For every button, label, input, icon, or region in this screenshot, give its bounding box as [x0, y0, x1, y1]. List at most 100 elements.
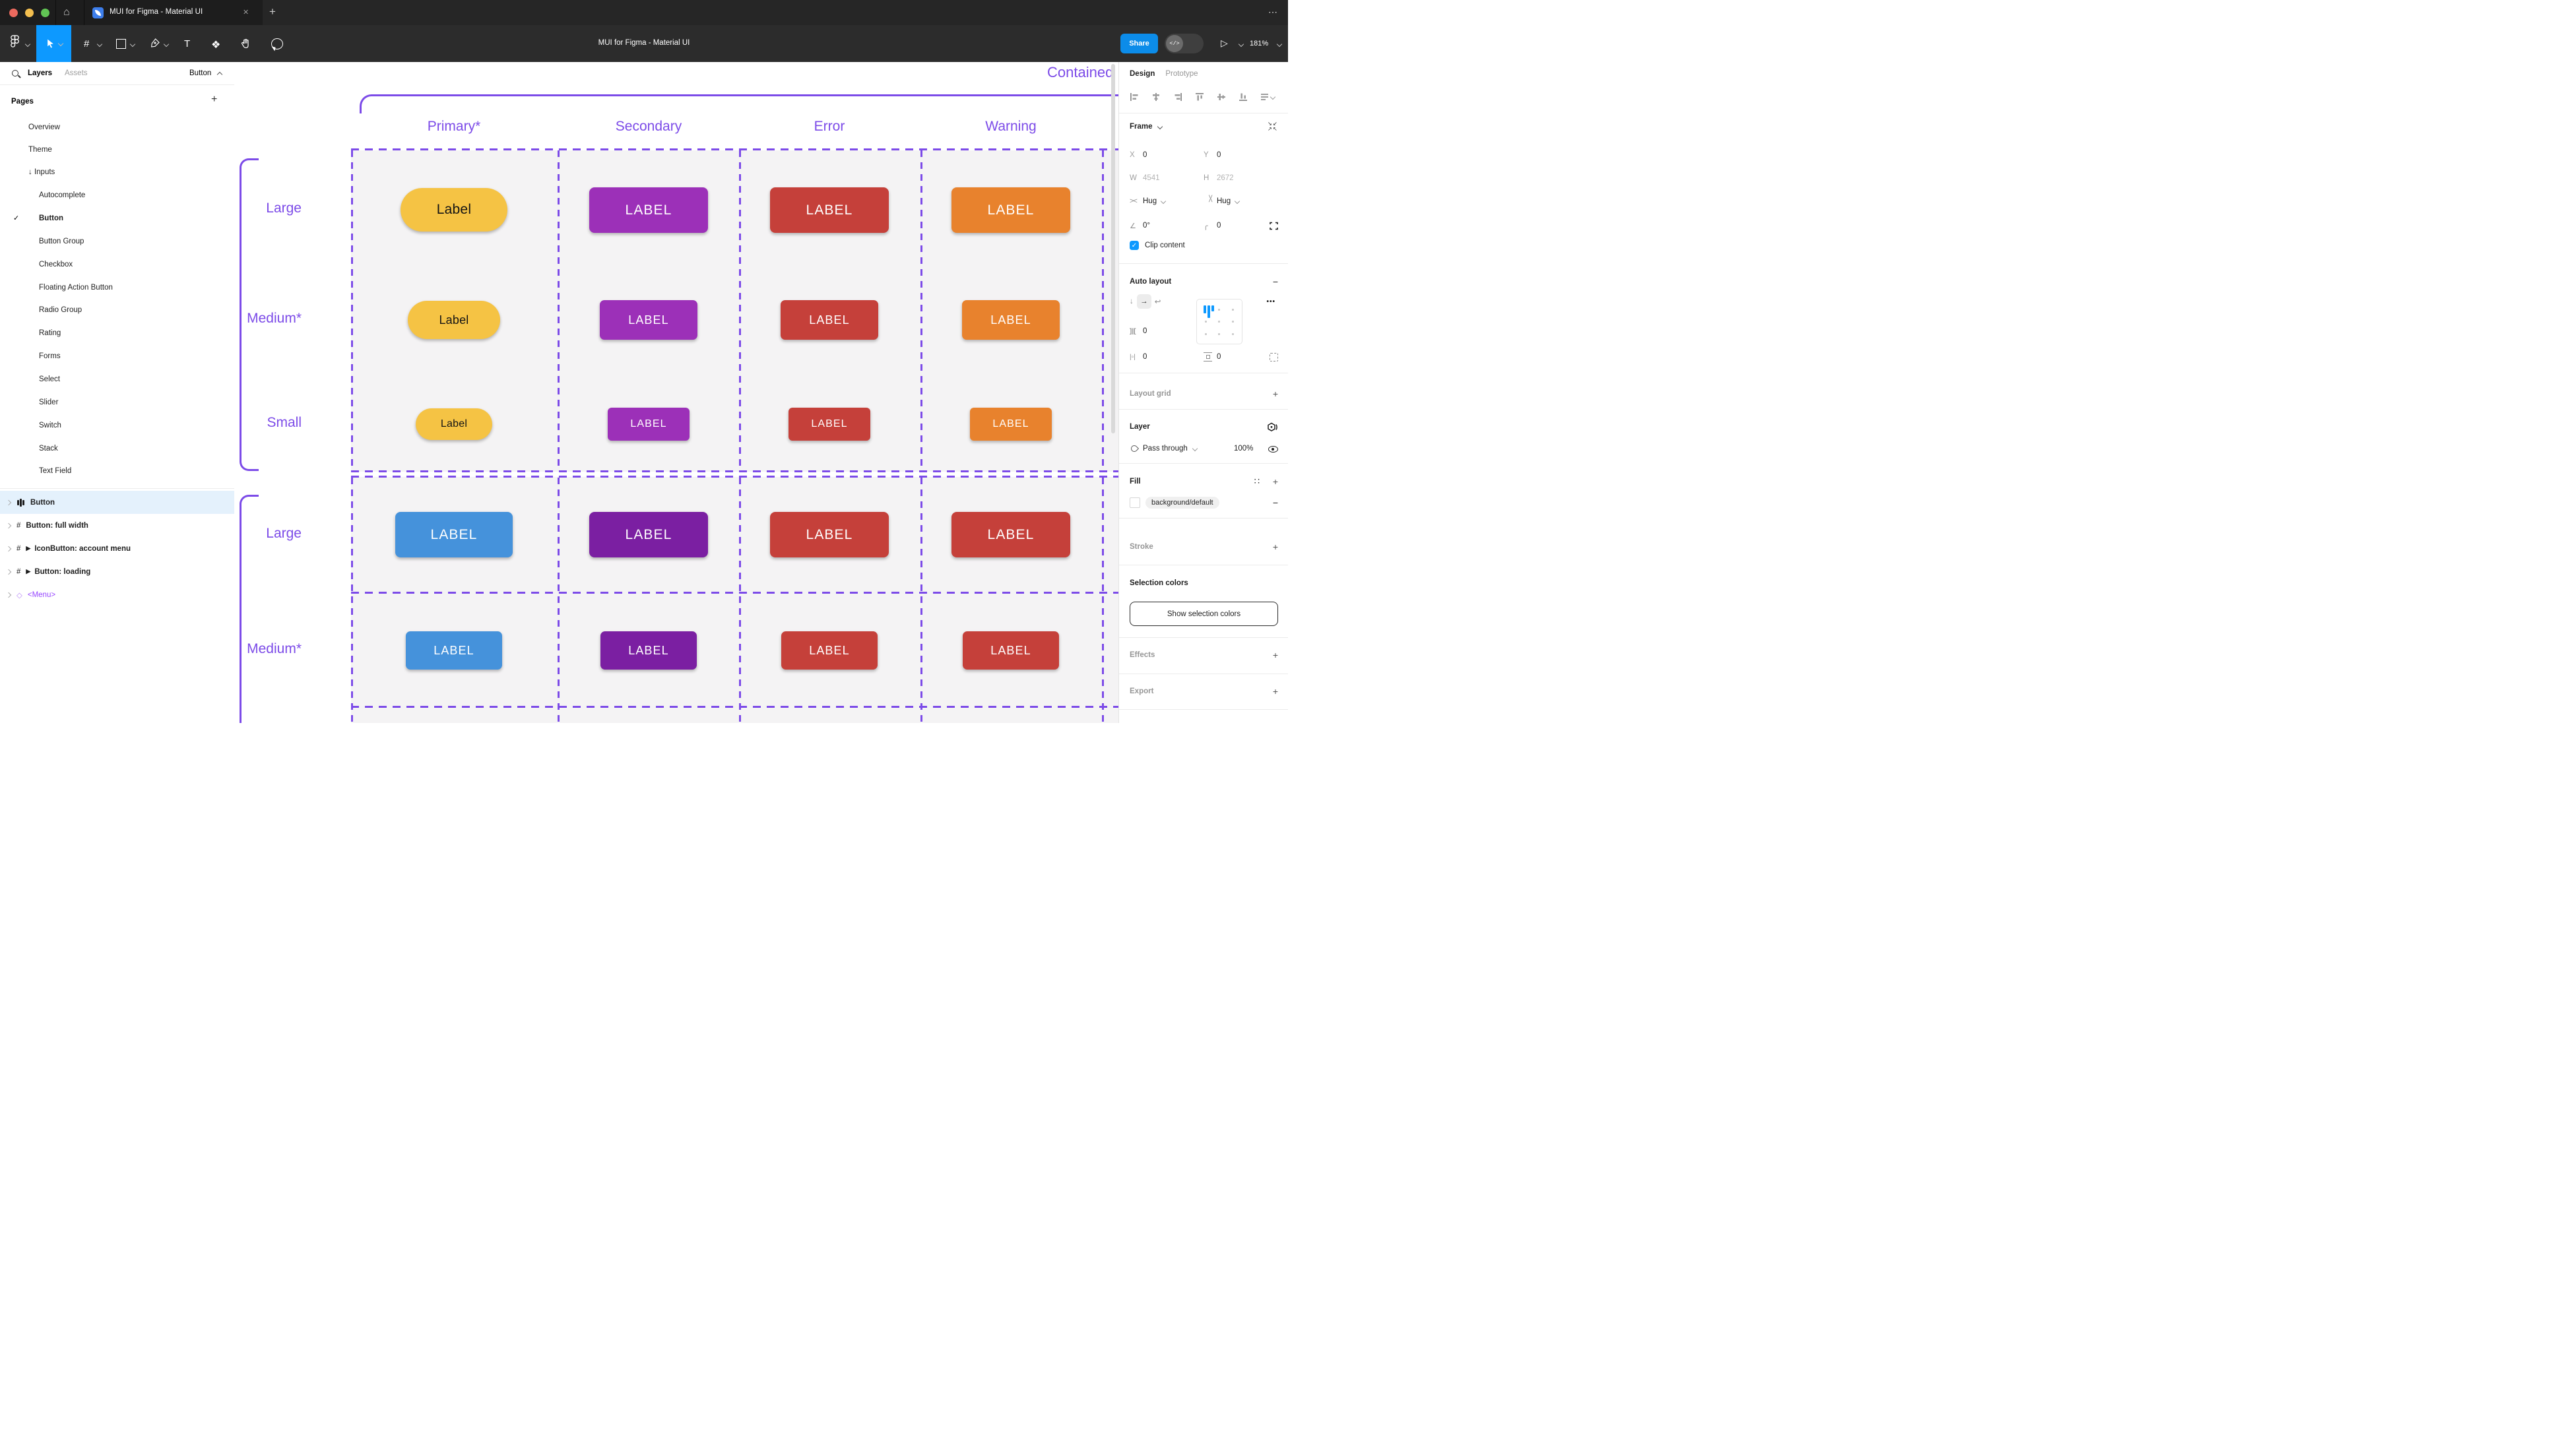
sidebar-page-switch[interactable]: Switch — [39, 422, 61, 429]
layer-row-button-loading[interactable]: # ▶ Button: loading — [0, 560, 234, 583]
canvas-button-error-large[interactable]: LABEL — [770, 187, 889, 233]
canvas-button-secondary-large[interactable]: LABEL — [589, 187, 708, 233]
align-vertical-center-icon[interactable] — [1217, 92, 1226, 102]
individual-padding-icon[interactable] — [1270, 352, 1278, 362]
frame-tool-chevron-icon[interactable] — [96, 41, 103, 47]
blend-mode-icon[interactable] — [1267, 422, 1278, 432]
tab-layers[interactable]: Layers — [28, 69, 53, 77]
opacity-input[interactable]: 100% — [1234, 445, 1254, 453]
direction-down-icon[interactable]: ↓ — [1130, 298, 1134, 305]
window-zoom-button[interactable] — [41, 8, 49, 17]
sidebar-page-theme[interactable]: Theme — [28, 146, 52, 154]
fill-color-swatch[interactable] — [1130, 497, 1140, 508]
sidebar-page-autocomplete[interactable]: Autocomplete — [39, 191, 86, 199]
frame-title[interactable]: Contained — [1047, 64, 1114, 80]
sidebar-page-button-group[interactable]: Button Group — [39, 237, 84, 245]
add-stroke-button[interactable]: + — [1272, 542, 1278, 552]
clip-content-checkbox[interactable]: ✓ — [1130, 241, 1139, 250]
expand-chevron-icon[interactable] — [5, 546, 12, 551]
figma-menu-icon[interactable] — [11, 35, 19, 48]
blend-mode-select[interactable]: Pass through — [1143, 445, 1188, 453]
wrap-icon[interactable]: ↩ — [1154, 298, 1161, 306]
rotation-input[interactable]: 0° — [1143, 222, 1150, 230]
shape-tool-chevron-icon[interactable] — [129, 41, 136, 47]
y-input[interactable]: 0 — [1217, 151, 1221, 159]
sidebar-page-rating[interactable]: Rating — [39, 329, 61, 337]
expand-chevron-icon[interactable] — [5, 592, 12, 598]
comment-tool-button[interactable] — [271, 38, 283, 49]
share-button[interactable]: Share — [1120, 34, 1158, 53]
sidebar-page-inputs[interactable]: ↓ Inputs — [0, 162, 263, 182]
frame-tool-button[interactable]: # — [84, 38, 90, 49]
window-overflow-menu-icon[interactable]: ⋯ — [1268, 7, 1278, 17]
direction-right-icon-selected[interactable]: → — [1136, 294, 1151, 309]
add-page-button[interactable]: + — [211, 94, 218, 105]
canvas-button-error-small[interactable]: LABEL — [789, 408, 870, 441]
align-bottom-icon[interactable] — [1239, 92, 1248, 102]
sidebar-page-floating-action-button[interactable]: Floating Action Button — [39, 284, 113, 292]
move-tool-button[interactable] — [36, 25, 71, 62]
dev-mode-toggle[interactable]: </> — [1165, 34, 1204, 53]
fill-style-chip[interactable]: background/default — [1145, 497, 1219, 509]
canvas-button-warning-large[interactable]: LABEL — [951, 187, 1070, 233]
canvas-button-secondary-large-2[interactable]: LABEL — [589, 512, 708, 557]
corner-radius-input[interactable]: 0 — [1217, 222, 1221, 230]
sidebar-page-slider[interactable]: Slider — [39, 398, 59, 406]
expand-chevron-icon[interactable] — [5, 569, 12, 575]
sidebar-page-text-field[interactable]: Text Field — [39, 467, 72, 475]
layer-row-button-full-width[interactable]: # Button: full width — [0, 514, 234, 537]
tab-design[interactable]: Design — [1130, 70, 1155, 78]
canvas-button-error-large-2[interactable]: LABEL — [770, 512, 889, 557]
document-title[interactable]: MUI for Figma - Material UI — [598, 39, 690, 47]
canvas-button-primary-large-2[interactable]: LABEL — [395, 512, 513, 557]
menu-chevron-icon[interactable] — [24, 41, 31, 47]
zoom-level[interactable]: 181% — [1250, 40, 1269, 47]
gap-input[interactable]: 0 — [1143, 327, 1147, 335]
align-left-icon[interactable] — [1130, 92, 1139, 102]
independent-corners-icon[interactable] — [1270, 222, 1278, 230]
tab-prototype[interactable]: Prototype — [1165, 70, 1198, 78]
align-horizontal-center-icon[interactable] — [1151, 92, 1161, 102]
vertical-resize-select[interactable]: Hug — [1217, 197, 1231, 205]
zoom-chevron-icon[interactable] — [1276, 41, 1283, 47]
pen-tool-chevron-icon[interactable] — [163, 41, 170, 47]
page-switcher[interactable]: Button — [189, 69, 211, 77]
distribute-icon[interactable] — [1260, 92, 1270, 102]
window-minimize-button[interactable] — [25, 8, 34, 17]
sidebar-page-overview[interactable]: Overview — [28, 123, 60, 131]
remove-fill-button[interactable]: − — [1272, 497, 1278, 508]
canvas-button-warning-small[interactable]: LABEL — [970, 408, 1052, 441]
clip-content-row[interactable]: ✓ Clip content — [1130, 236, 1278, 255]
add-effect-button[interactable]: + — [1272, 650, 1278, 660]
fill-style-row[interactable]: background/default − — [1130, 493, 1278, 512]
x-input[interactable]: 0 — [1143, 151, 1147, 159]
layer-row-menu-instance[interactable]: ◇ <Menu> — [0, 583, 234, 606]
layer-row-button[interactable]: Button — [0, 491, 290, 514]
canvas-button-primary-medium[interactable]: Label — [408, 301, 500, 339]
canvas-button-primary-medium-2[interactable]: LABEL — [406, 631, 502, 670]
auto-layout-more-icon[interactable]: ••• — [1266, 298, 1275, 305]
horizontal-resize-select[interactable]: Hug — [1143, 197, 1157, 205]
eye-visible-icon[interactable] — [1268, 444, 1278, 454]
chevron-down-icon[interactable] — [1160, 198, 1167, 204]
width-input[interactable]: 4541 — [1143, 174, 1160, 182]
sidebar-page-checkbox[interactable]: Checkbox — [39, 261, 73, 268]
new-tab-button[interactable]: + — [269, 5, 276, 18]
search-icon[interactable] — [12, 70, 20, 79]
active-tab-title[interactable]: MUI for Figma - Material UI — [110, 8, 203, 16]
present-play-icon[interactable]: ▷ — [1221, 38, 1228, 48]
layer-row-iconbutton-account-menu[interactable]: # ▶ IconButton: account menu — [0, 537, 234, 560]
add-export-button[interactable]: + — [1272, 686, 1278, 697]
canvas-button-error-medium[interactable]: LABEL — [781, 300, 878, 340]
add-layout-grid-button[interactable]: + — [1272, 389, 1278, 399]
horizontal-padding-input[interactable]: 0 — [1143, 353, 1147, 361]
shape-tool-button[interactable] — [116, 39, 126, 49]
present-chevron-icon[interactable] — [1238, 41, 1244, 47]
chevron-down-icon[interactable] — [1192, 445, 1198, 452]
styles-icon[interactable]: ∷ — [1254, 476, 1260, 486]
expand-chevron-icon[interactable] — [5, 522, 12, 528]
text-tool-button[interactable]: T — [184, 38, 191, 49]
chevron-up-icon[interactable] — [216, 71, 223, 78]
sidebar-page-button[interactable]: Button — [39, 214, 64, 222]
remove-auto-layout-button[interactable]: − — [1272, 276, 1278, 287]
